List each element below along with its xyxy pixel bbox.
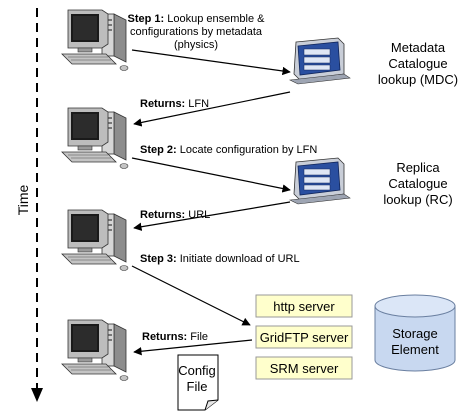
config-file-icon: Config File xyxy=(177,354,219,411)
return-url-arrow xyxy=(133,201,291,231)
mdc-label-line: Catalogue xyxy=(388,56,447,71)
storage-element-cylinder: Storage Element xyxy=(374,294,456,372)
replica-catalogue-icon xyxy=(289,157,351,205)
return-file-arrow xyxy=(133,339,253,356)
storage-label-line: Storage xyxy=(392,326,438,341)
config-file-label-line: File xyxy=(187,379,208,394)
return-file-label: Returns: File xyxy=(142,331,208,343)
return-lfn-arrow xyxy=(133,91,291,127)
step-1-line-2: configurations by metadata xyxy=(130,26,263,38)
client-computer-icon xyxy=(61,319,129,381)
time-axis-label: Time xyxy=(15,184,31,215)
time-axis: Time xyxy=(15,8,43,402)
step-1-arrow xyxy=(131,49,291,76)
step-1-line-3: (physics) xyxy=(174,39,218,51)
step-1-line-1: Step 1: Lookup ensemble & xyxy=(128,13,266,25)
time-axis-arrowhead xyxy=(31,388,43,402)
srm-server-label: SRM server xyxy=(270,361,339,376)
mdc-label-line: Metadata xyxy=(391,40,446,55)
gridftp-server-box: GridFTP server xyxy=(255,325,353,349)
rc-label-line: lookup (RC) xyxy=(383,192,452,207)
http-server-box: http server xyxy=(255,294,353,318)
mdc-label-line: lookup (MDC) xyxy=(378,72,458,87)
storage-label-line: Element xyxy=(391,342,439,357)
metadata-catalogue-icon xyxy=(289,37,351,85)
rc-label-line: Replica xyxy=(396,160,440,175)
rc-label-line: Catalogue xyxy=(388,176,447,191)
step-1-label: Step 1: Lookup ensemble & configurations… xyxy=(128,13,266,51)
config-file-label-line: Config xyxy=(178,363,216,378)
return-url-label: Returns: URL xyxy=(140,209,210,221)
gridftp-server-label: GridFTP server xyxy=(260,330,349,345)
step-2-arrow xyxy=(131,157,291,193)
return-lfn-label: Returns: LFN xyxy=(140,98,209,110)
http-server-label: http server xyxy=(273,299,335,314)
client-computer-icon xyxy=(61,9,129,71)
srm-server-box: SRM server xyxy=(255,356,353,380)
client-computer-icon xyxy=(61,209,129,271)
step-3-arrow xyxy=(131,265,251,326)
mdc-label: Metadata Catalogue lookup (MDC) xyxy=(378,40,458,87)
step-2-label: Step 2: Locate configuration by LFN xyxy=(140,144,317,156)
step-3-label: Step 3: Initiate download of URL xyxy=(140,253,300,265)
client-computer-icon xyxy=(61,107,129,169)
rc-label: Replica Catalogue lookup (RC) xyxy=(383,160,452,207)
